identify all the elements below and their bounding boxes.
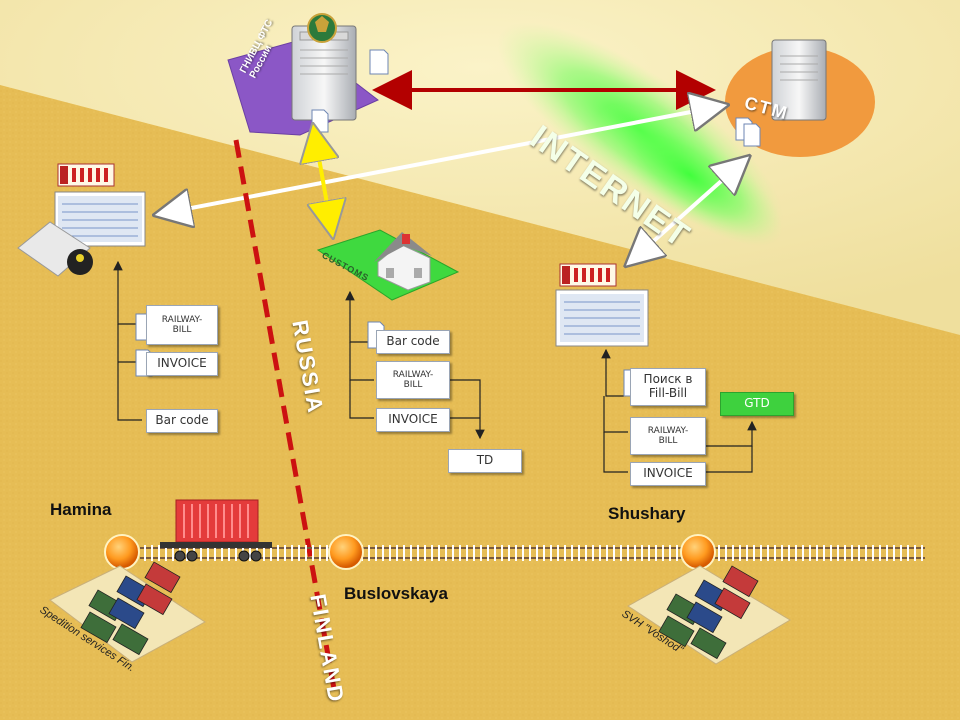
middle-connectors bbox=[345, 290, 485, 440]
shipping-container bbox=[144, 561, 181, 594]
right-computer[interactable] bbox=[555, 289, 649, 347]
fill-bill-logo-right bbox=[559, 263, 617, 287]
ctm-left-pc-arrow bbox=[160, 106, 722, 214]
middle-railway-bill-box[interactable]: RAILWAY- BILL bbox=[376, 361, 450, 399]
wagon-wheel bbox=[238, 550, 250, 562]
place-buslovskaya: Buslovskaya bbox=[344, 584, 448, 603]
customs-house-group[interactable] bbox=[316, 229, 460, 301]
shipping-container bbox=[690, 627, 727, 660]
containers-right bbox=[658, 565, 759, 660]
shipping-container bbox=[112, 623, 149, 656]
shipping-container bbox=[658, 615, 695, 648]
station-markers bbox=[104, 534, 716, 570]
ctm-server-group[interactable] bbox=[725, 39, 875, 157]
middle-invoice-box[interactable]: INVOICE bbox=[376, 408, 450, 432]
right-gtd-box[interactable]: GTD bbox=[720, 392, 794, 416]
shipping-container bbox=[686, 601, 723, 634]
fts-customs-arrow bbox=[314, 130, 332, 232]
shipping-container bbox=[108, 597, 145, 630]
wagon-wheel bbox=[186, 550, 198, 562]
right-invoice-box[interactable]: INVOICE bbox=[630, 462, 706, 486]
railway-wagon[interactable] bbox=[160, 499, 272, 562]
left-railway-bill-box[interactable]: RAILWAY- BILL bbox=[146, 305, 218, 345]
fill-bill-logo-left bbox=[57, 163, 115, 187]
wagon-wheel bbox=[250, 550, 262, 562]
containers-left bbox=[80, 561, 181, 656]
right-railway-bill-box[interactable]: RAILWAY- BILL bbox=[630, 417, 706, 455]
left-invoice-box[interactable]: INVOICE bbox=[146, 352, 218, 376]
station-shushary-marker bbox=[680, 534, 716, 570]
right-connectors bbox=[601, 348, 757, 473]
left-computer[interactable] bbox=[17, 191, 146, 277]
ctm-right-pc-arrow bbox=[630, 160, 745, 262]
place-shushary: Shushary bbox=[608, 504, 686, 523]
left-bar-code-box[interactable]: Bar code bbox=[146, 409, 218, 433]
shipping-container bbox=[722, 565, 759, 598]
station-hamina-marker bbox=[104, 534, 140, 570]
station-buslovskaya-marker bbox=[328, 534, 364, 570]
wagon-wheel bbox=[174, 550, 186, 562]
place-hamina: Hamina bbox=[50, 500, 112, 519]
shipping-container bbox=[80, 611, 117, 644]
middle-bar-code-box[interactable]: Bar code bbox=[376, 330, 450, 354]
border-line bbox=[233, 139, 339, 701]
right-poisk-box[interactable]: Поиск в Fill-Bill bbox=[630, 368, 706, 406]
shipping-container bbox=[714, 587, 751, 620]
shipping-container bbox=[136, 583, 173, 616]
middle-td-box[interactable]: TD bbox=[448, 449, 522, 473]
